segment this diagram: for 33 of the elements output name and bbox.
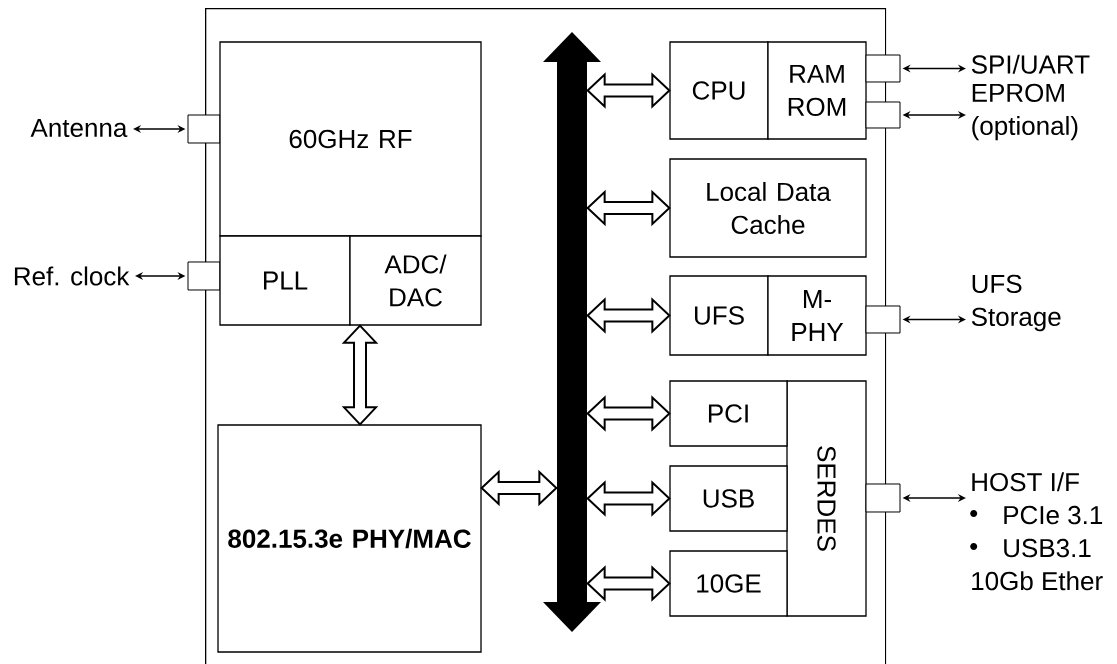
double-arrow — [586, 395, 671, 432]
pin-box — [865, 54, 901, 83]
double-arrow — [586, 297, 671, 334]
pin-box — [865, 305, 901, 334]
pin-box — [187, 114, 221, 144]
block-box: PCI — [669, 380, 788, 447]
block-box: ADC/ DAC — [349, 235, 482, 326]
port-label: SPI/UART — [971, 54, 1090, 74]
block-box: 10GE — [669, 550, 788, 617]
double-arrow — [586, 480, 671, 517]
pin-box — [865, 101, 901, 129]
block-box: USB — [669, 465, 788, 532]
block-box: M- PHY — [767, 275, 867, 356]
block-box: 802.15.3e PHY/MAC — [217, 424, 482, 653]
port-label: EPROM (optional) — [972, 83, 1078, 141]
block-box: CPU — [669, 41, 769, 140]
block-box: Local Data Cache — [669, 158, 867, 258]
double-arrow — [586, 189, 671, 227]
port-label: HOST I/F PCIe 3.1 USB3.1 10Gb Ether — [970, 472, 1103, 591]
double-arrow — [586, 565, 671, 602]
pin-box — [865, 483, 901, 513]
block-box: PLL — [219, 235, 351, 326]
double-arrow — [341, 324, 379, 426]
block-box: RAM ROM — [767, 41, 867, 140]
port-label: Ref. clock — [14, 266, 130, 286]
chip-outline — [205, 8, 887, 664]
pin-box — [187, 261, 221, 291]
port-label: UFS Storage — [971, 274, 1061, 332]
double-arrow — [586, 72, 671, 109]
double-arrow — [480, 469, 558, 507]
port-label: Antenna — [30, 118, 128, 138]
block-box: UFS — [669, 275, 769, 356]
bus-arrow — [543, 32, 601, 632]
